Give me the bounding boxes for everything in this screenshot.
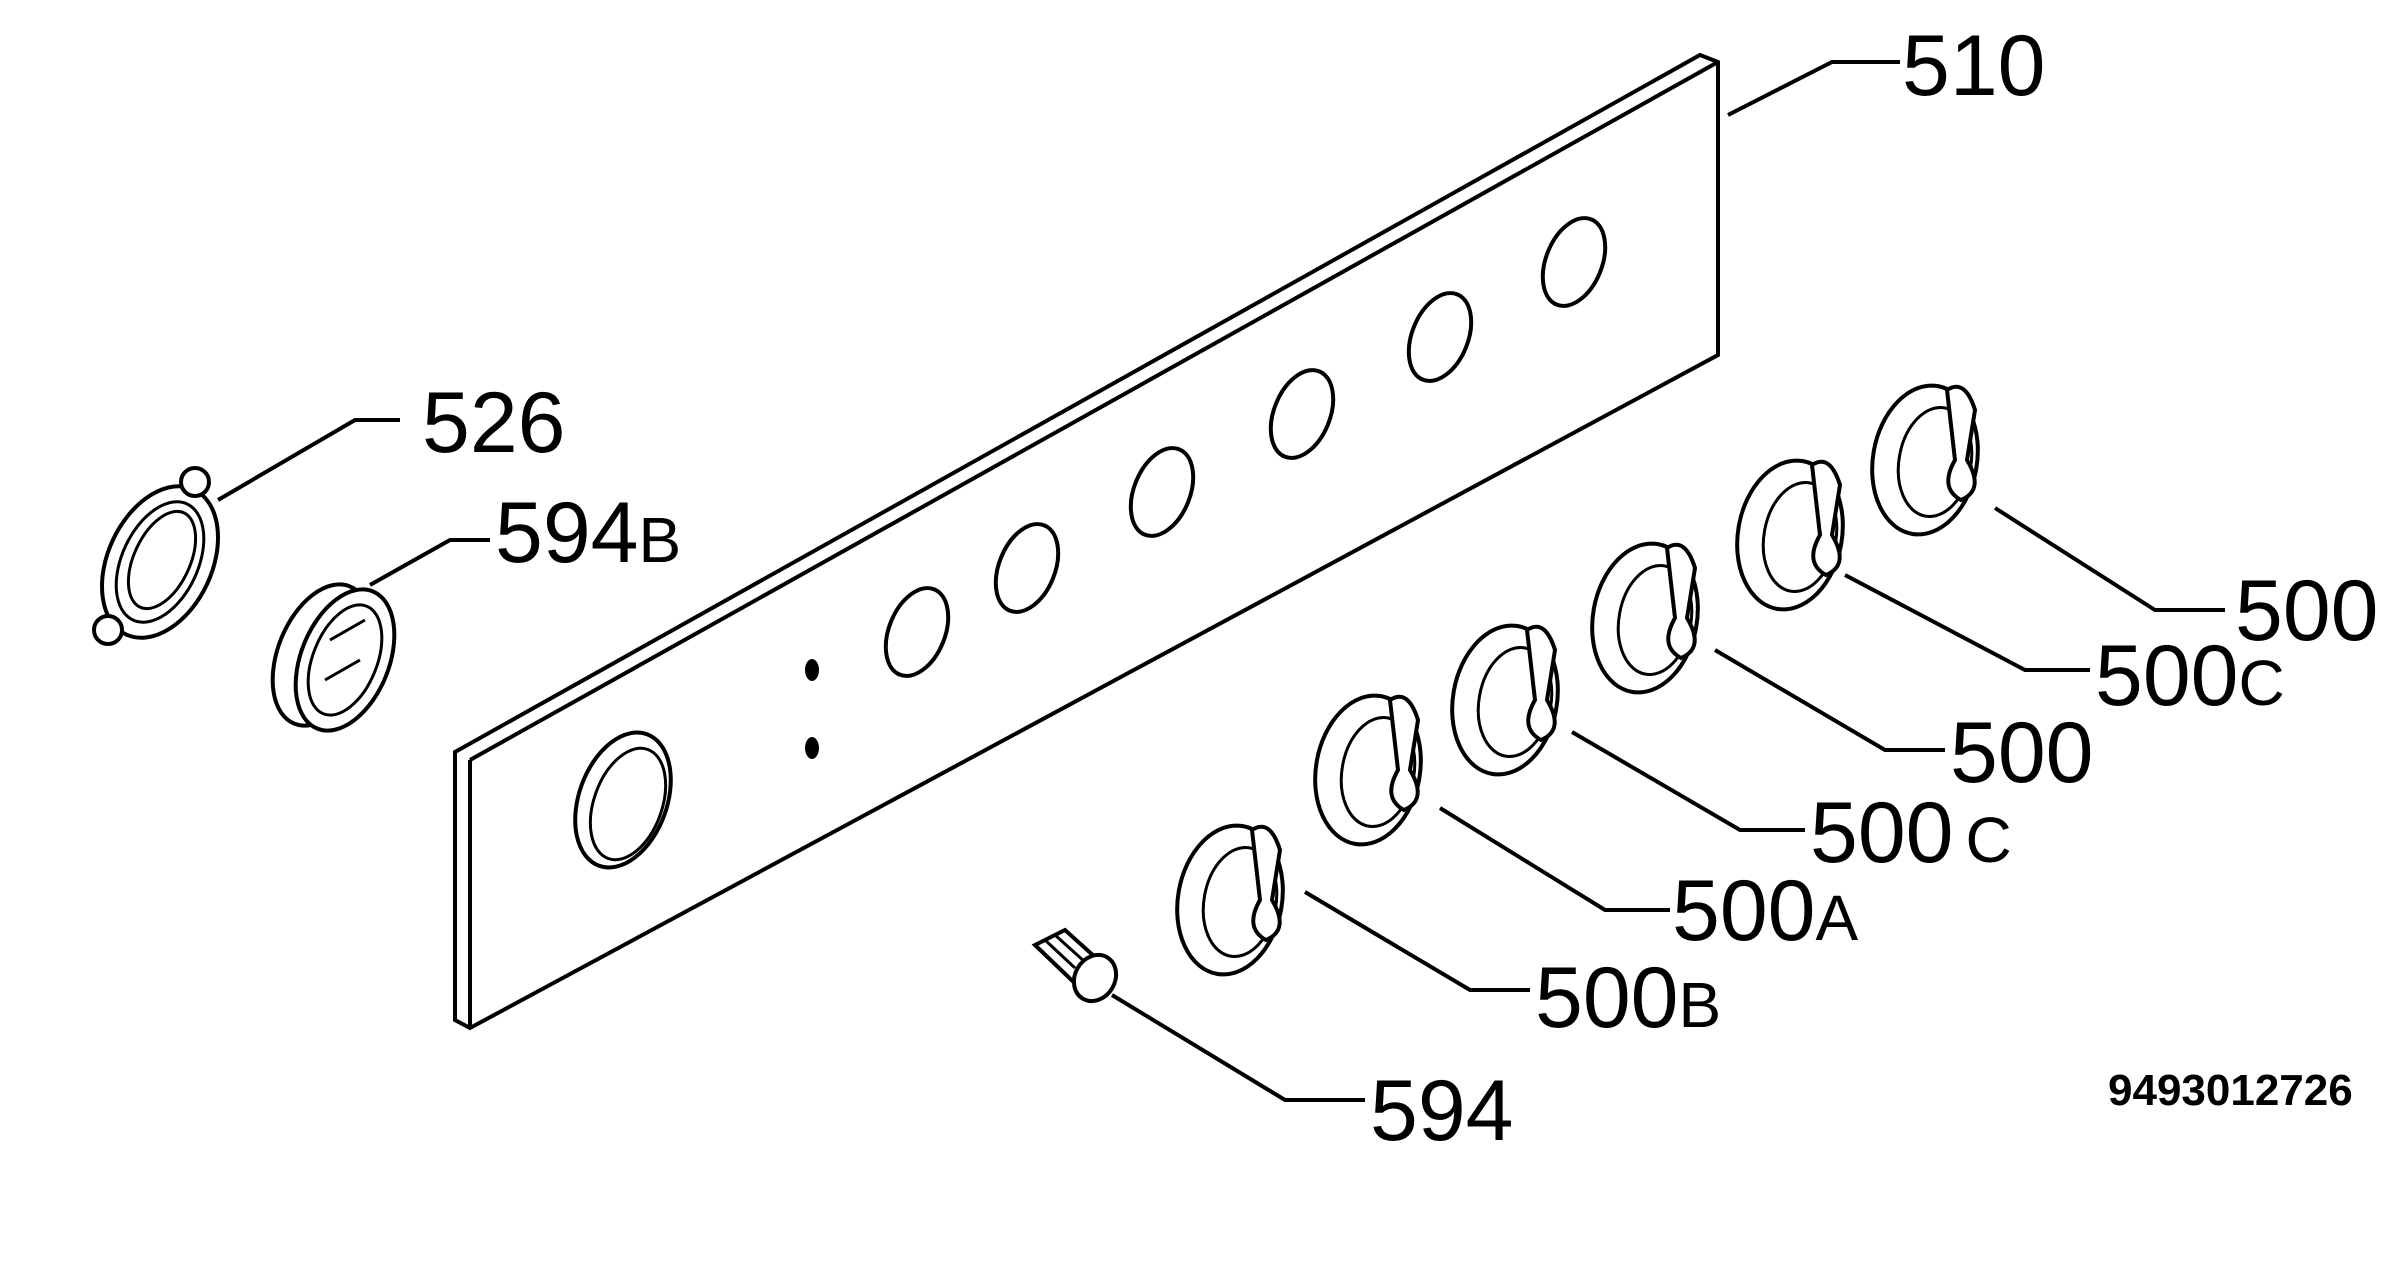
- panel-screw-hole: [805, 737, 819, 759]
- ring-526: [92, 466, 221, 646]
- label-500-2: 500: [1950, 705, 2094, 801]
- knob-500c-2: [1735, 458, 1845, 612]
- panel-knob-holes: [883, 216, 1608, 678]
- label-500a: 500A: [1672, 863, 1859, 959]
- knob-500a: [1313, 693, 1423, 847]
- panel-screw-hole: [805, 659, 819, 681]
- screw-594: [1031, 927, 1119, 1004]
- label-526: 526: [422, 375, 566, 471]
- knobs-500-series: [1175, 383, 1980, 977]
- disc-594b: [270, 582, 397, 733]
- knob-500b: [1175, 823, 1285, 977]
- knob-500-2: [1870, 383, 1980, 537]
- knob-500-1: [1590, 541, 1700, 695]
- label-594b: 594B: [495, 485, 681, 581]
- label-500c-1: 500C: [2095, 628, 2285, 724]
- control-panel-510: [453, 52, 1720, 1031]
- knob-500c-1: [1450, 623, 1560, 777]
- leader-lines: [216, 60, 2225, 1102]
- label-594: 594: [1370, 1063, 1514, 1159]
- drawing-number: 9493012726: [2108, 1066, 2353, 1115]
- label-510: 510: [1902, 18, 2046, 114]
- panel-hole-large: [573, 730, 673, 870]
- label-500-1: 500: [2235, 563, 2379, 659]
- label-500b: 500B: [1535, 950, 1721, 1046]
